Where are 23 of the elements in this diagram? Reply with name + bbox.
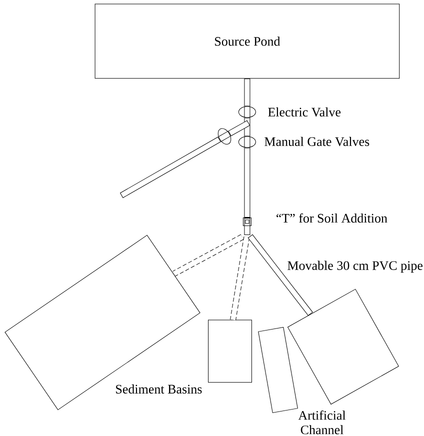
pipe-label: Movable 30 cm PVC pipe (288, 260, 423, 273)
pipe (244, 148, 250, 218)
channel (258, 327, 298, 413)
dashed-pipe (172, 234, 244, 276)
valve (238, 136, 256, 148)
channel-label: Artificial Channel (298, 410, 346, 434)
basin (208, 320, 252, 383)
basin (4, 234, 200, 410)
valve (238, 106, 256, 118)
valve (218, 128, 232, 144)
basin (287, 288, 399, 404)
pipe (249, 235, 312, 315)
tee-fitting (242, 217, 252, 235)
dashed-pipe (230, 236, 250, 320)
valve-label: Electric Valve (268, 107, 341, 117)
pipe (244, 118, 250, 136)
valve-label: Manual Gate Valves (264, 136, 370, 146)
basin-label: Sediment Basins (116, 384, 202, 394)
pipe (229, 121, 249, 136)
pipe (244, 78, 250, 106)
pond-box: Source Pond (94, 4, 400, 79)
pipe (121, 138, 220, 197)
fitting-label: “T” for Soil Addition (276, 213, 388, 223)
